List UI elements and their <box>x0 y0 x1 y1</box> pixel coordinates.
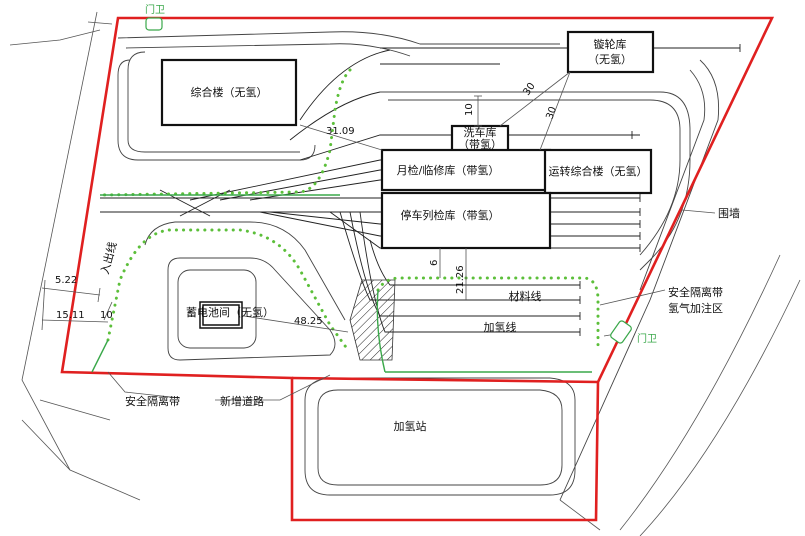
monthly-check-label: 月检/临修库（带氢） <box>397 163 500 177</box>
dim-30-b: 30 <box>544 105 559 121</box>
material-line-label: 材料线 <box>509 289 542 303</box>
dimension-lines <box>41 71 571 333</box>
safety-belt-right-label: 安全隔离带 <box>668 285 723 299</box>
battery-room-inner <box>202 304 240 326</box>
wash-shop-label-2: （带氢） <box>458 137 502 151</box>
wash-shop-label-1: 洗车库 <box>464 125 497 139</box>
hydrogen-station-loop <box>304 377 576 496</box>
complex-building <box>160 58 298 127</box>
fence-label: 围墙 <box>718 206 740 220</box>
parking-shed-label: 停车列检库（带氢） <box>401 208 500 222</box>
safety-belt-left-label: 安全隔离带 <box>125 394 180 408</box>
dim-31-09: 31.09 <box>326 126 355 137</box>
hatched-zone <box>349 279 396 361</box>
dim-48-25: 48.25 <box>294 316 323 327</box>
wheel-shop-label-2: （无氢） <box>588 52 632 66</box>
internal-ring-road <box>117 31 720 501</box>
wheel-shop-label-1: 镟轮库 <box>594 37 627 51</box>
site-boundary <box>60 16 775 522</box>
dim-30-a: 30 <box>521 81 537 98</box>
parking-inspection-shed <box>380 191 552 250</box>
battery-room-label: 蓄电池间（无氢） <box>186 305 274 319</box>
gate-right-label: 门卫 <box>637 332 657 345</box>
leader-lines <box>107 209 716 401</box>
operations-building-label: 运转综合楼（无氢） <box>549 164 648 178</box>
complex-building-label: 综合楼（无氢） <box>191 85 268 99</box>
dim-6: 6 <box>429 260 440 266</box>
operations-building <box>543 148 653 195</box>
station-boundary-divider <box>291 376 599 384</box>
hydrogen-area-label: 氢气加注区 <box>668 301 723 315</box>
new-road-label: 新增道路 <box>220 394 264 408</box>
wheel-turning-shop <box>566 30 655 74</box>
monthly-check-shop <box>380 148 552 192</box>
safety-belt-lines <box>91 194 592 373</box>
dim-10-top: 10 <box>464 103 475 116</box>
gate-top-label: 门卫 <box>145 3 165 16</box>
dim-21-26: 21.26 <box>455 265 466 294</box>
gate-right-icon <box>610 320 632 344</box>
dim-10-left: 10 <box>100 310 113 321</box>
safety-belt-dots <box>98 68 600 352</box>
dim-15-11: 15.11 <box>56 310 85 321</box>
gate-top-icon <box>145 17 163 31</box>
dim-5-22: 5.22 <box>55 275 77 286</box>
track-end-stops <box>519 44 741 336</box>
hydrogen-station-label: 加氢站 <box>394 419 427 433</box>
hydrogen-line-label: 加氢线 <box>484 320 517 334</box>
surrounding-roads <box>9 11 801 536</box>
car-wash-shop <box>450 124 510 153</box>
battery-loop-road <box>144 221 346 361</box>
entry-exit-line-label: 入出线 <box>97 240 119 275</box>
